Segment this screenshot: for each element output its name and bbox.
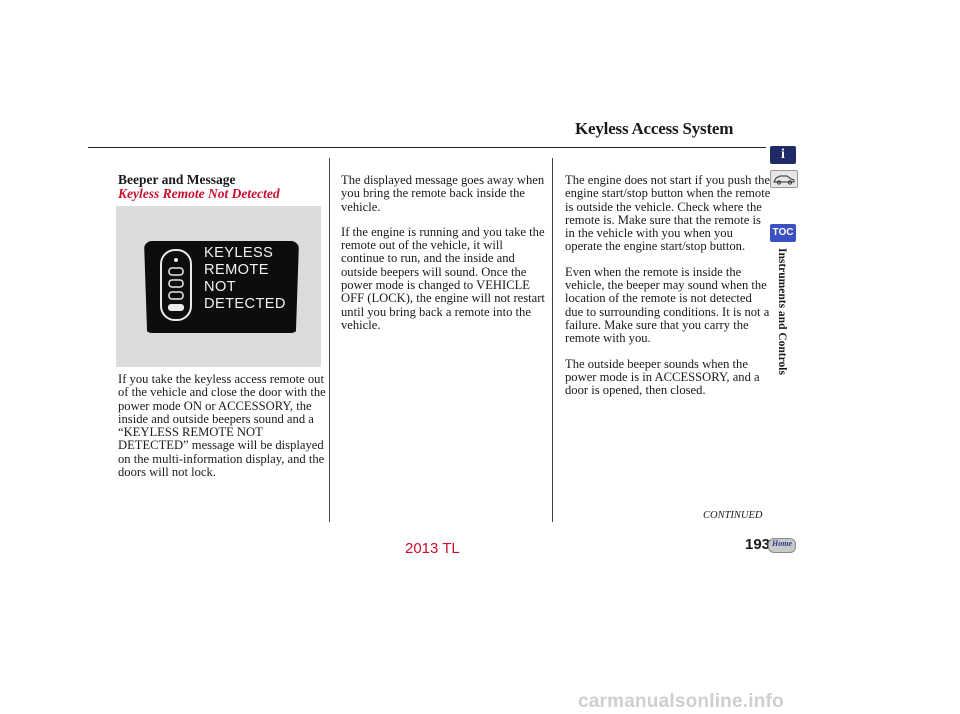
continued-note: CONTINUED	[703, 510, 763, 521]
page-number: 193	[745, 536, 771, 553]
column-3: The engine does not start if you push th…	[565, 173, 771, 409]
paragraph: The engine does not start if you push th…	[565, 173, 771, 254]
chapter-label[interactable]: Instruments and Controls	[773, 248, 791, 398]
paragraph: If the engine is running and you take th…	[341, 224, 545, 332]
display-line: KEYLESS	[204, 245, 274, 261]
section-subheading: Keyless Remote Not Detected	[118, 186, 280, 201]
toc-icon[interactable]: TOC	[770, 224, 796, 242]
display-message: KEYLESS REMOTE NOT DETECTED	[204, 245, 286, 313]
info-icon[interactable]: i	[770, 146, 796, 164]
column-divider	[329, 158, 330, 522]
chapter-label-text: Instruments and Controls	[776, 248, 788, 375]
display-line: REMOTE	[204, 262, 269, 278]
home-button[interactable]: Home	[768, 538, 796, 553]
column-1: If you take the keyless access remote ou…	[118, 372, 328, 491]
paragraph: The outside beeper sounds when the power…	[565, 356, 760, 398]
column-divider	[552, 158, 553, 522]
section-heading: Beeper and Message	[118, 172, 236, 187]
page-title: Keyless Access System	[575, 119, 734, 138]
column-2: The displayed message goes away when you…	[341, 173, 549, 344]
watermark[interactable]: carmanualsonline.info	[578, 691, 784, 712]
car-icon[interactable]	[770, 170, 798, 188]
home-label: Home	[772, 539, 792, 548]
paragraph: The displayed message goes away when you…	[341, 173, 545, 214]
display-line: NOT	[204, 279, 237, 295]
car-outline-icon	[773, 175, 795, 185]
paragraph: If you take the keyless access remote ou…	[118, 372, 326, 480]
display-line: DETECTED	[204, 296, 286, 312]
paragraph: Even when the remote is inside the vehic…	[565, 264, 770, 346]
header-divider	[88, 147, 766, 148]
key-fob-icon	[160, 249, 192, 321]
model-label: 2013 TL	[405, 540, 460, 557]
